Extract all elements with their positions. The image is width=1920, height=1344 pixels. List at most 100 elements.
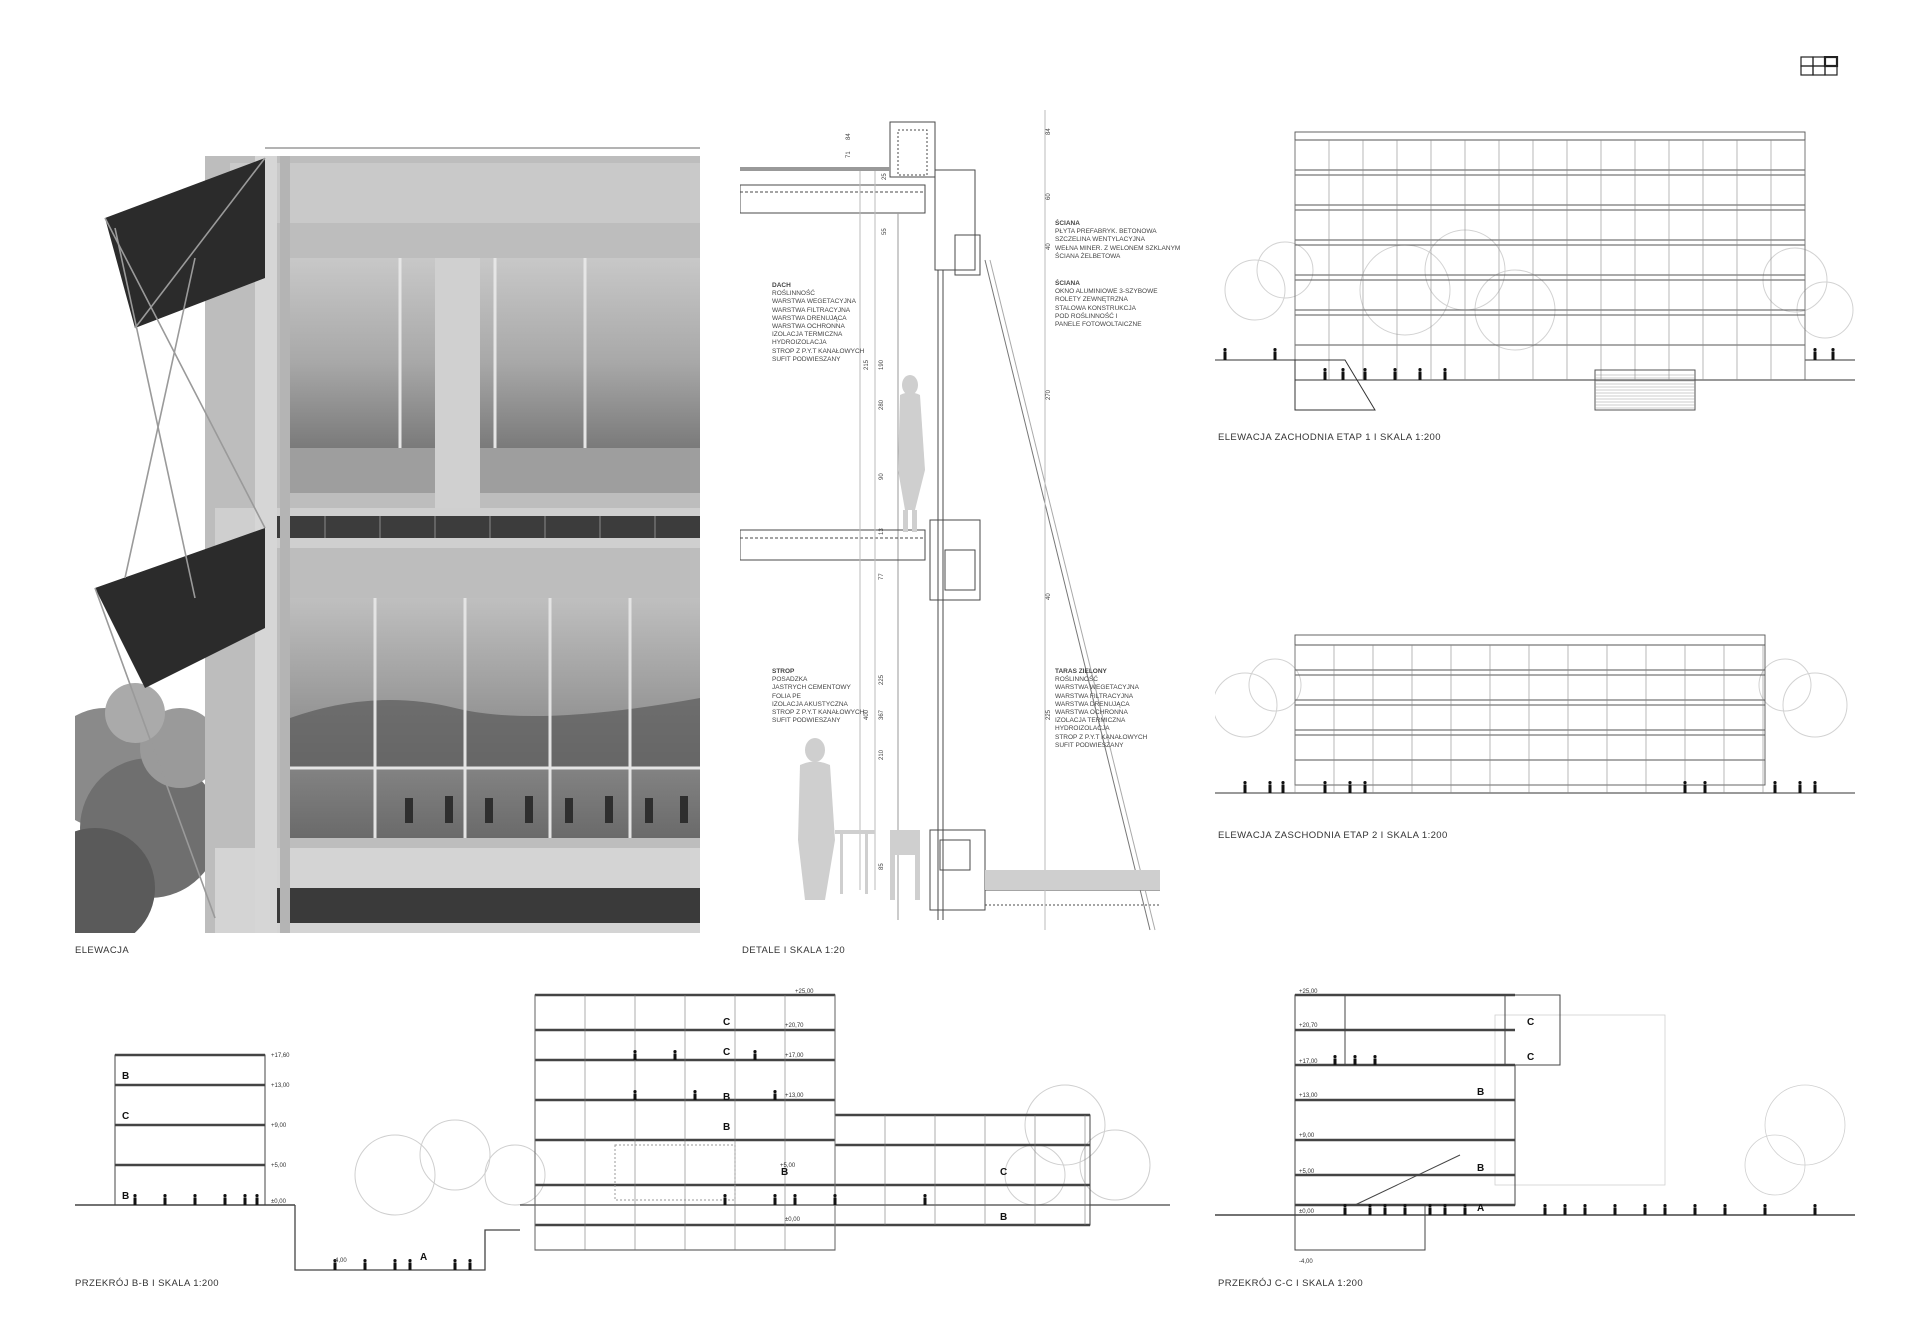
person-head: [1243, 781, 1247, 785]
person-body: [163, 1197, 167, 1205]
dim-label: 55: [882, 228, 888, 235]
level-label: +13,00: [1299, 1093, 1318, 1099]
level-label: +13,00: [271, 1083, 290, 1089]
dim-label: 13: [879, 528, 885, 535]
dim-label: 60: [1046, 193, 1052, 200]
person-body: [633, 1053, 637, 1060]
person-body: [1373, 1058, 1377, 1065]
room-letter: C: [1527, 1017, 1534, 1028]
person-body: [1723, 1207, 1727, 1215]
person-body: [1268, 784, 1272, 793]
dim-label: 280: [879, 399, 885, 410]
person-body: [633, 1093, 637, 1100]
person-head: [1443, 1204, 1447, 1208]
person-head: [773, 1090, 777, 1094]
person-head: [1813, 348, 1817, 352]
room-letter: C: [723, 1017, 730, 1028]
person-head: [1693, 1204, 1697, 1208]
person-head: [1683, 781, 1687, 785]
person-body: [1693, 1207, 1697, 1215]
person-body: [393, 1262, 397, 1270]
dim-label: 84: [1046, 128, 1052, 135]
person-body: [1428, 1207, 1432, 1215]
person-body: [1683, 784, 1687, 793]
person-head: [1393, 368, 1397, 372]
person-body: [1393, 371, 1397, 380]
person-head: [1368, 1204, 1372, 1208]
person-body: [1613, 1207, 1617, 1215]
person-body: [243, 1197, 247, 1205]
person-head: [1323, 368, 1327, 372]
person-body: [1798, 784, 1802, 793]
elevation-west-stage-1: [1215, 120, 1855, 420]
person-body: [1281, 784, 1285, 793]
level-label: +5,00: [1299, 1169, 1315, 1175]
person-head: [1583, 1204, 1587, 1208]
person-body: [255, 1197, 259, 1205]
person-body: [1813, 351, 1817, 360]
dim-label: 190: [879, 359, 885, 370]
level-label: +9,00: [271, 1123, 287, 1129]
room-letter: A: [420, 1252, 427, 1263]
person-body: [753, 1053, 757, 1060]
logo-icon: [1800, 56, 1839, 76]
person-head: [633, 1090, 637, 1094]
room-letter: B: [122, 1071, 129, 1082]
elevation-west-stage-2: [1215, 615, 1855, 815]
person-body: [793, 1197, 797, 1205]
level-label: +20,70: [785, 1023, 804, 1029]
person-body: [1363, 371, 1367, 380]
person-body: [468, 1262, 472, 1270]
person-head: [1831, 348, 1835, 352]
level-label: -4,00: [333, 1258, 347, 1264]
person-head: [773, 1194, 777, 1198]
person-body: [1341, 371, 1345, 380]
dim-label: 84: [846, 133, 852, 140]
person-head: [223, 1194, 227, 1198]
level-label: +17,00: [1299, 1059, 1318, 1065]
person-body: [1273, 351, 1277, 360]
person-body: [1443, 371, 1447, 380]
person-head: [1418, 368, 1422, 372]
person-head: [453, 1259, 457, 1263]
level-label: +17,00: [785, 1053, 804, 1059]
person-head: [408, 1259, 412, 1263]
person-body: [923, 1197, 927, 1205]
level-label: +25,00: [1299, 989, 1318, 995]
person-head: [833, 1194, 837, 1198]
dim-label: 225: [879, 674, 885, 685]
person-body: [1543, 1207, 1547, 1215]
person-head: [1613, 1204, 1617, 1208]
person-head: [1268, 781, 1272, 785]
dim-label: 85: [879, 863, 885, 870]
person-head: [1333, 1055, 1337, 1059]
person-head: [1363, 368, 1367, 372]
person-body: [453, 1262, 457, 1270]
level-label: ±0,00: [785, 1217, 801, 1223]
person-body: [1643, 1207, 1647, 1215]
dim-label: 400: [864, 709, 870, 720]
person-body: [773, 1093, 777, 1100]
room-letter: C: [122, 1111, 129, 1122]
room-letter: B: [1477, 1087, 1484, 1098]
person-body: [1563, 1207, 1567, 1215]
person-head: [1463, 1204, 1467, 1208]
person-body: [1353, 1058, 1357, 1065]
dim-label: 25: [882, 173, 888, 180]
elev1-caption: ELEWACJA ZACHODNIA ETAP 1 I SKALA 1:200: [1218, 432, 1441, 443]
dim-label: 210: [879, 749, 885, 760]
person-body: [1368, 1207, 1372, 1215]
person-head: [1403, 1204, 1407, 1208]
detail-section-drawing: 84 71 25 55 84 60 40 215 190 280 90 13 7…: [740, 110, 1160, 940]
dim-label: 90: [879, 473, 885, 480]
person-head: [1341, 368, 1345, 372]
person-body: [1463, 1207, 1467, 1215]
person-head: [193, 1194, 197, 1198]
person-head: [1763, 1204, 1767, 1208]
person-body: [1323, 784, 1327, 793]
person-head: [363, 1259, 367, 1263]
person-body: [1773, 784, 1777, 793]
person-head: [633, 1050, 637, 1054]
